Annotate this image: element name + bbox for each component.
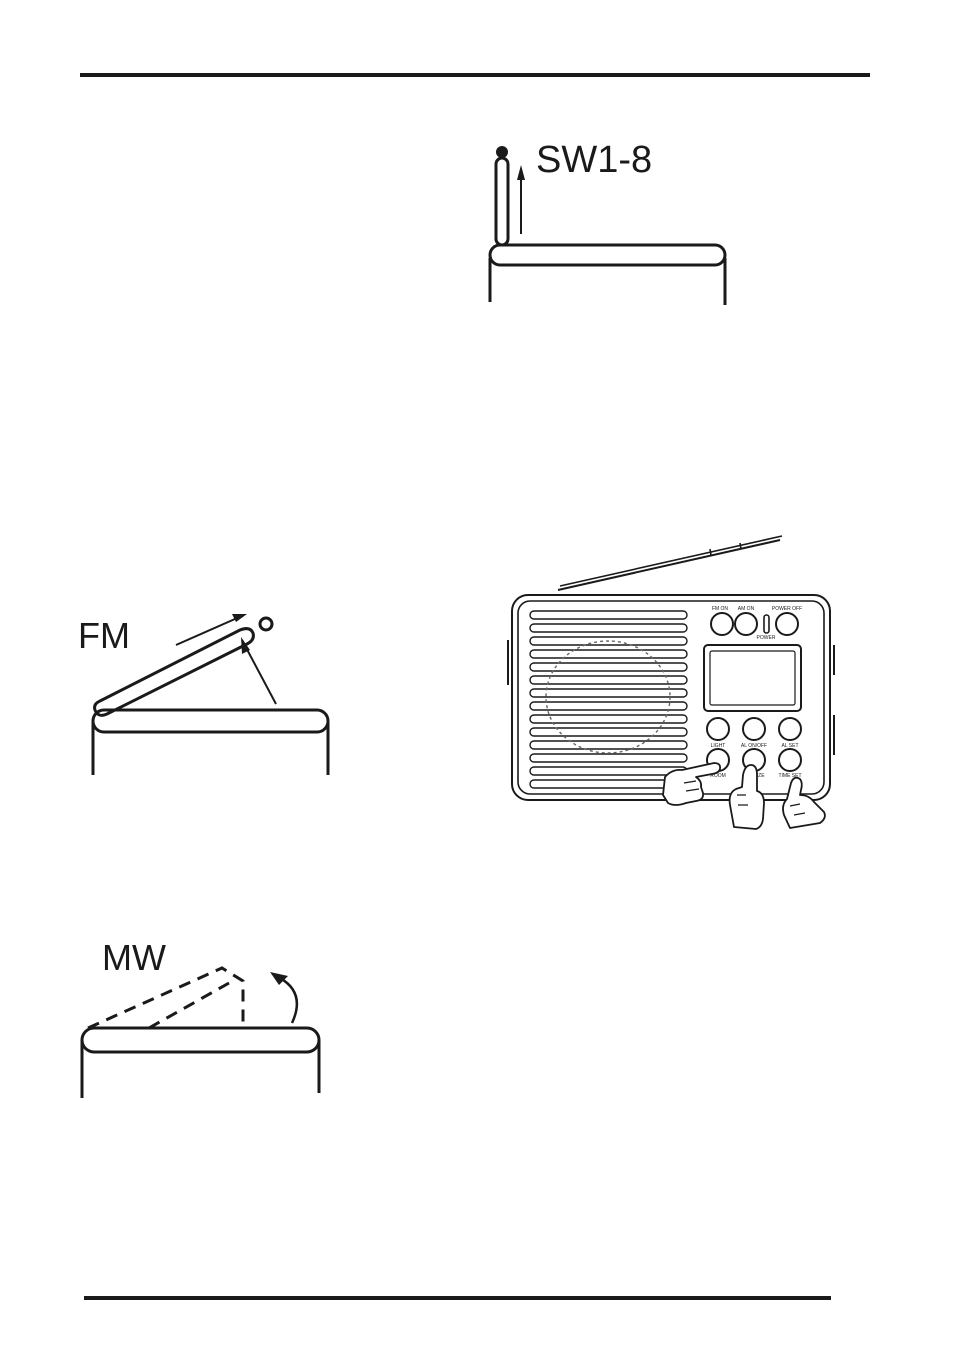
sw-label: SW1-8 xyxy=(536,139,652,181)
rotate-arrow xyxy=(280,978,297,1023)
fm-on-button xyxy=(711,613,733,635)
angle-degree-mark xyxy=(260,618,272,630)
bottom-rule xyxy=(84,1296,831,1300)
sw-antenna-diagram: SW1-8 xyxy=(480,130,740,310)
time-set-button xyxy=(779,749,801,771)
speaker-grille xyxy=(530,611,687,788)
mw-antenna-diagram: MW xyxy=(74,935,334,1105)
fm-antenna-diagram: FM xyxy=(72,600,342,785)
am-on-button xyxy=(735,613,757,635)
light-label: LIGHT xyxy=(711,743,726,749)
power-off-button xyxy=(776,613,798,635)
hand-pointing-time-set-icon xyxy=(783,778,825,828)
extend-arrow xyxy=(176,615,244,645)
fm-on-label: FM ON xyxy=(712,606,728,612)
hand-pointing-room-icon xyxy=(663,763,720,805)
lcd-display xyxy=(704,645,801,711)
power-off-label: POWER OFF xyxy=(772,606,802,612)
light-button xyxy=(707,718,729,740)
radio-top-edge xyxy=(490,245,725,265)
mw-label: MW xyxy=(102,937,166,978)
am-on-label: AM ON xyxy=(738,606,755,612)
telescopic-antenna xyxy=(496,158,508,245)
top-rule xyxy=(80,73,870,77)
radio-front-illustration: FM ON AM ON POWER OFF POWER LIGHT AL ON/… xyxy=(500,525,840,835)
antenna-knob xyxy=(496,146,508,158)
al-set-label: AL SET xyxy=(781,743,798,749)
fm-label: FM xyxy=(78,615,130,656)
telescopic-antenna xyxy=(558,540,780,590)
al-on-off-label: AL ON/OFF xyxy=(741,743,767,749)
power-label: POWER xyxy=(757,635,776,641)
radio-top-edge xyxy=(82,1028,319,1052)
radio-top-edge xyxy=(93,710,328,732)
al-on-off-button xyxy=(743,718,765,740)
al-set-button xyxy=(779,718,801,740)
